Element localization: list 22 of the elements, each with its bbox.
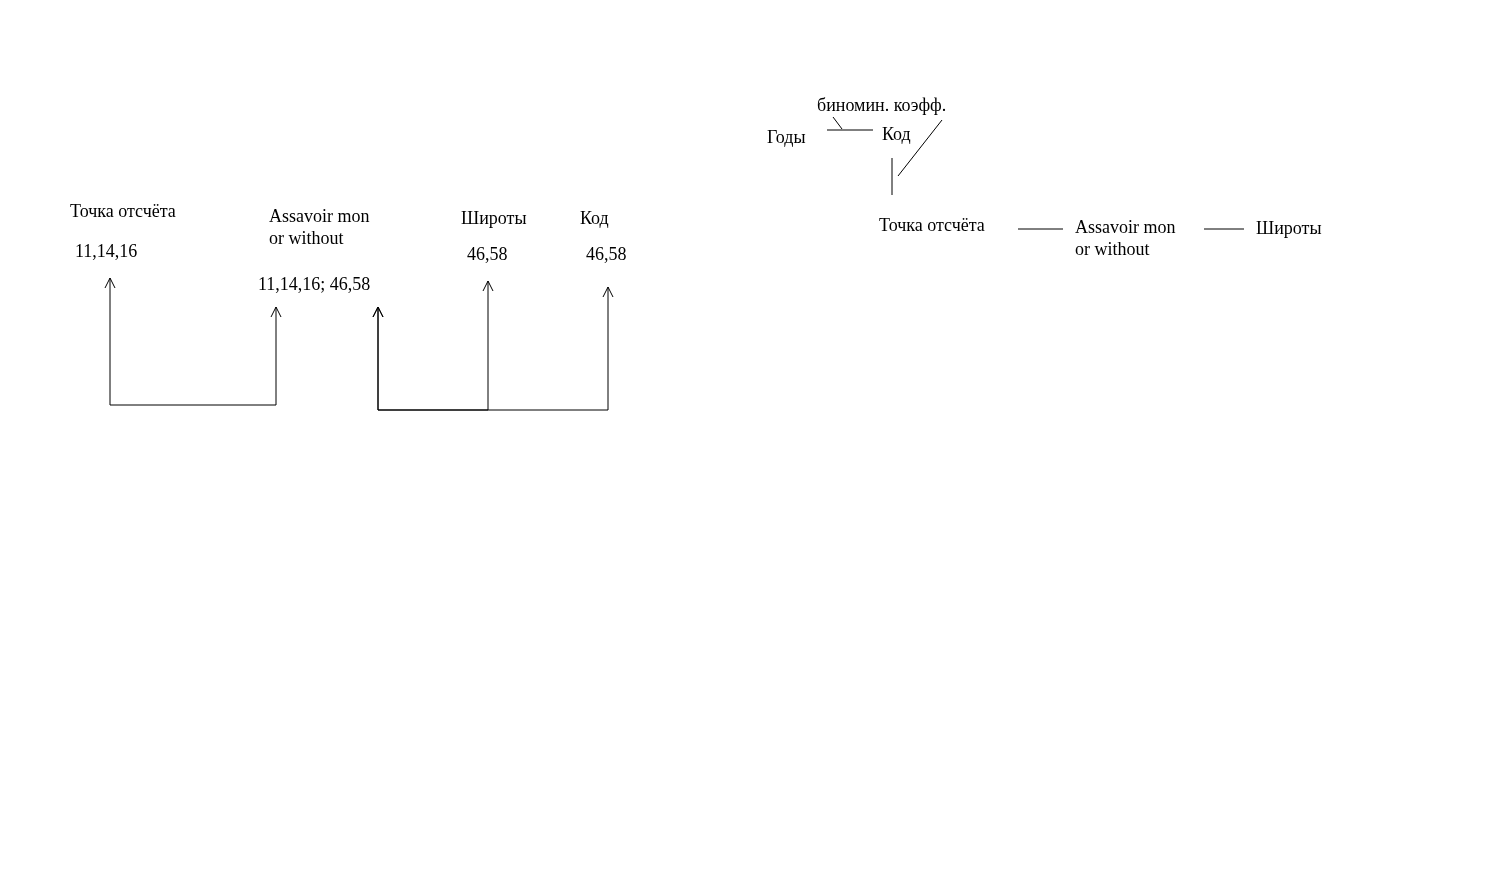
node-label: Широты bbox=[461, 207, 527, 229]
node-label: биномин. коэфф. bbox=[817, 94, 947, 116]
node-label: Assavoir mon or without bbox=[269, 205, 371, 249]
leader-line bbox=[832, 116, 843, 130]
connector-line bbox=[1017, 228, 1064, 230]
node-label: Код bbox=[882, 123, 911, 145]
connector-line bbox=[897, 119, 943, 177]
node-label: Assavoir mon or without bbox=[1075, 216, 1177, 260]
connector-line bbox=[826, 129, 874, 131]
connector-line bbox=[1203, 228, 1245, 230]
value-label: 11,14,16; 46,58 bbox=[258, 273, 371, 295]
arrow bbox=[104, 277, 282, 406]
node-label: Точка отсчёта bbox=[70, 200, 176, 222]
node-label: Широты bbox=[1256, 217, 1322, 239]
node-label: Код bbox=[580, 207, 609, 229]
value-label: 46,58 bbox=[467, 243, 508, 265]
node-label: Точка отсчёта bbox=[879, 214, 985, 236]
node-label: Годы bbox=[767, 126, 806, 148]
value-label: 11,14,16 bbox=[75, 240, 138, 262]
arrow bbox=[372, 286, 614, 411]
connector-line bbox=[891, 157, 893, 196]
value-label: 46,58 bbox=[586, 243, 627, 265]
